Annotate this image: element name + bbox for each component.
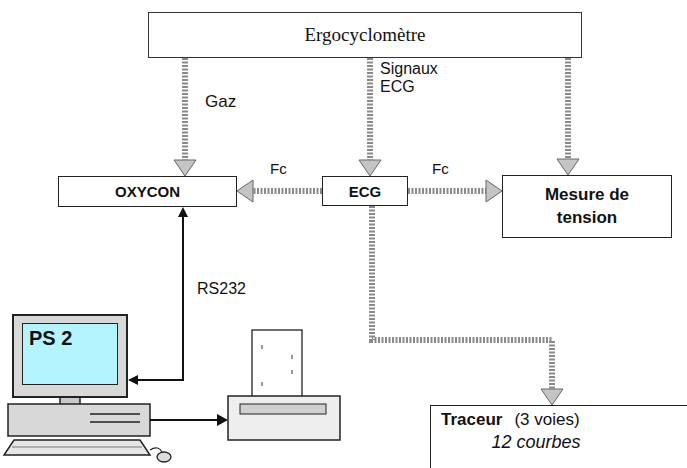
printer-paper [252, 330, 302, 398]
edge-label: Fc [430, 160, 451, 177]
arrow-head [486, 180, 502, 202]
arrow-head [557, 159, 579, 175]
plotter-box: Traceur (3 voies)12 courbes [430, 405, 687, 468]
connector-line [138, 217, 183, 380]
arrow-heads [128, 207, 188, 385]
monitor: PS 2 [12, 314, 128, 398]
edge-label: Signaux ECG [378, 60, 448, 97]
device-box: Ergocyclomètre [148, 12, 582, 58]
hatched-arrow [557, 58, 579, 175]
paper-mark [262, 382, 263, 386]
node-text: ECG [349, 183, 382, 200]
printer-body [228, 396, 340, 440]
arrow-heads [359, 160, 381, 176]
node-text: (3 voies) [514, 410, 579, 430]
paper-mark [292, 355, 293, 359]
hatched-arrow [237, 180, 322, 202]
arrow-heads [541, 389, 563, 405]
arrow-heads [486, 180, 502, 202]
process-box: ECG [322, 176, 408, 206]
node-text: Traceur [441, 410, 502, 430]
printer-cable [150, 419, 218, 421]
connector-line [253, 188, 322, 194]
arrow-head [178, 207, 188, 217]
computer-tower [8, 404, 150, 436]
edge-label: Fc [268, 160, 289, 177]
process-box: OXYCON [58, 176, 237, 207]
edge-label: Gaz [203, 92, 238, 112]
paper-mark [262, 345, 263, 349]
drive-slot [90, 421, 140, 423]
drive-slot [90, 413, 140, 415]
connector-line [182, 58, 188, 160]
hatched-arrow [174, 58, 196, 176]
keyboard-keys [12, 447, 142, 448]
arrow-head [237, 180, 253, 202]
keyboard [4, 440, 150, 455]
hatched-arrow [408, 180, 502, 202]
mouse-cable [150, 448, 162, 452]
arrow-heads [174, 160, 196, 176]
process-box: Mesure de tension [502, 175, 672, 238]
node-text: 12 courbes [441, 432, 631, 453]
edge-label: RS232 [195, 280, 248, 298]
paper-mark [292, 370, 293, 374]
mouse [157, 452, 171, 462]
arrow-heads [237, 180, 253, 202]
node-text: Mesure de tension [539, 184, 635, 228]
arrow-heads [557, 159, 579, 175]
connector-line [408, 188, 486, 194]
connector-line [565, 58, 571, 159]
node-text: PS 2 [22, 323, 118, 385]
node-text: OXYCON [115, 183, 180, 200]
node-text: Ergocyclomètre [305, 24, 426, 46]
printer-slot [240, 404, 326, 414]
data-link [128, 207, 188, 385]
connector-line [367, 58, 373, 160]
arrow-head [217, 414, 228, 426]
arrow-head [174, 160, 196, 176]
arrow-head [541, 389, 563, 405]
arrow-head [128, 375, 138, 385]
arrow-head [359, 160, 381, 176]
